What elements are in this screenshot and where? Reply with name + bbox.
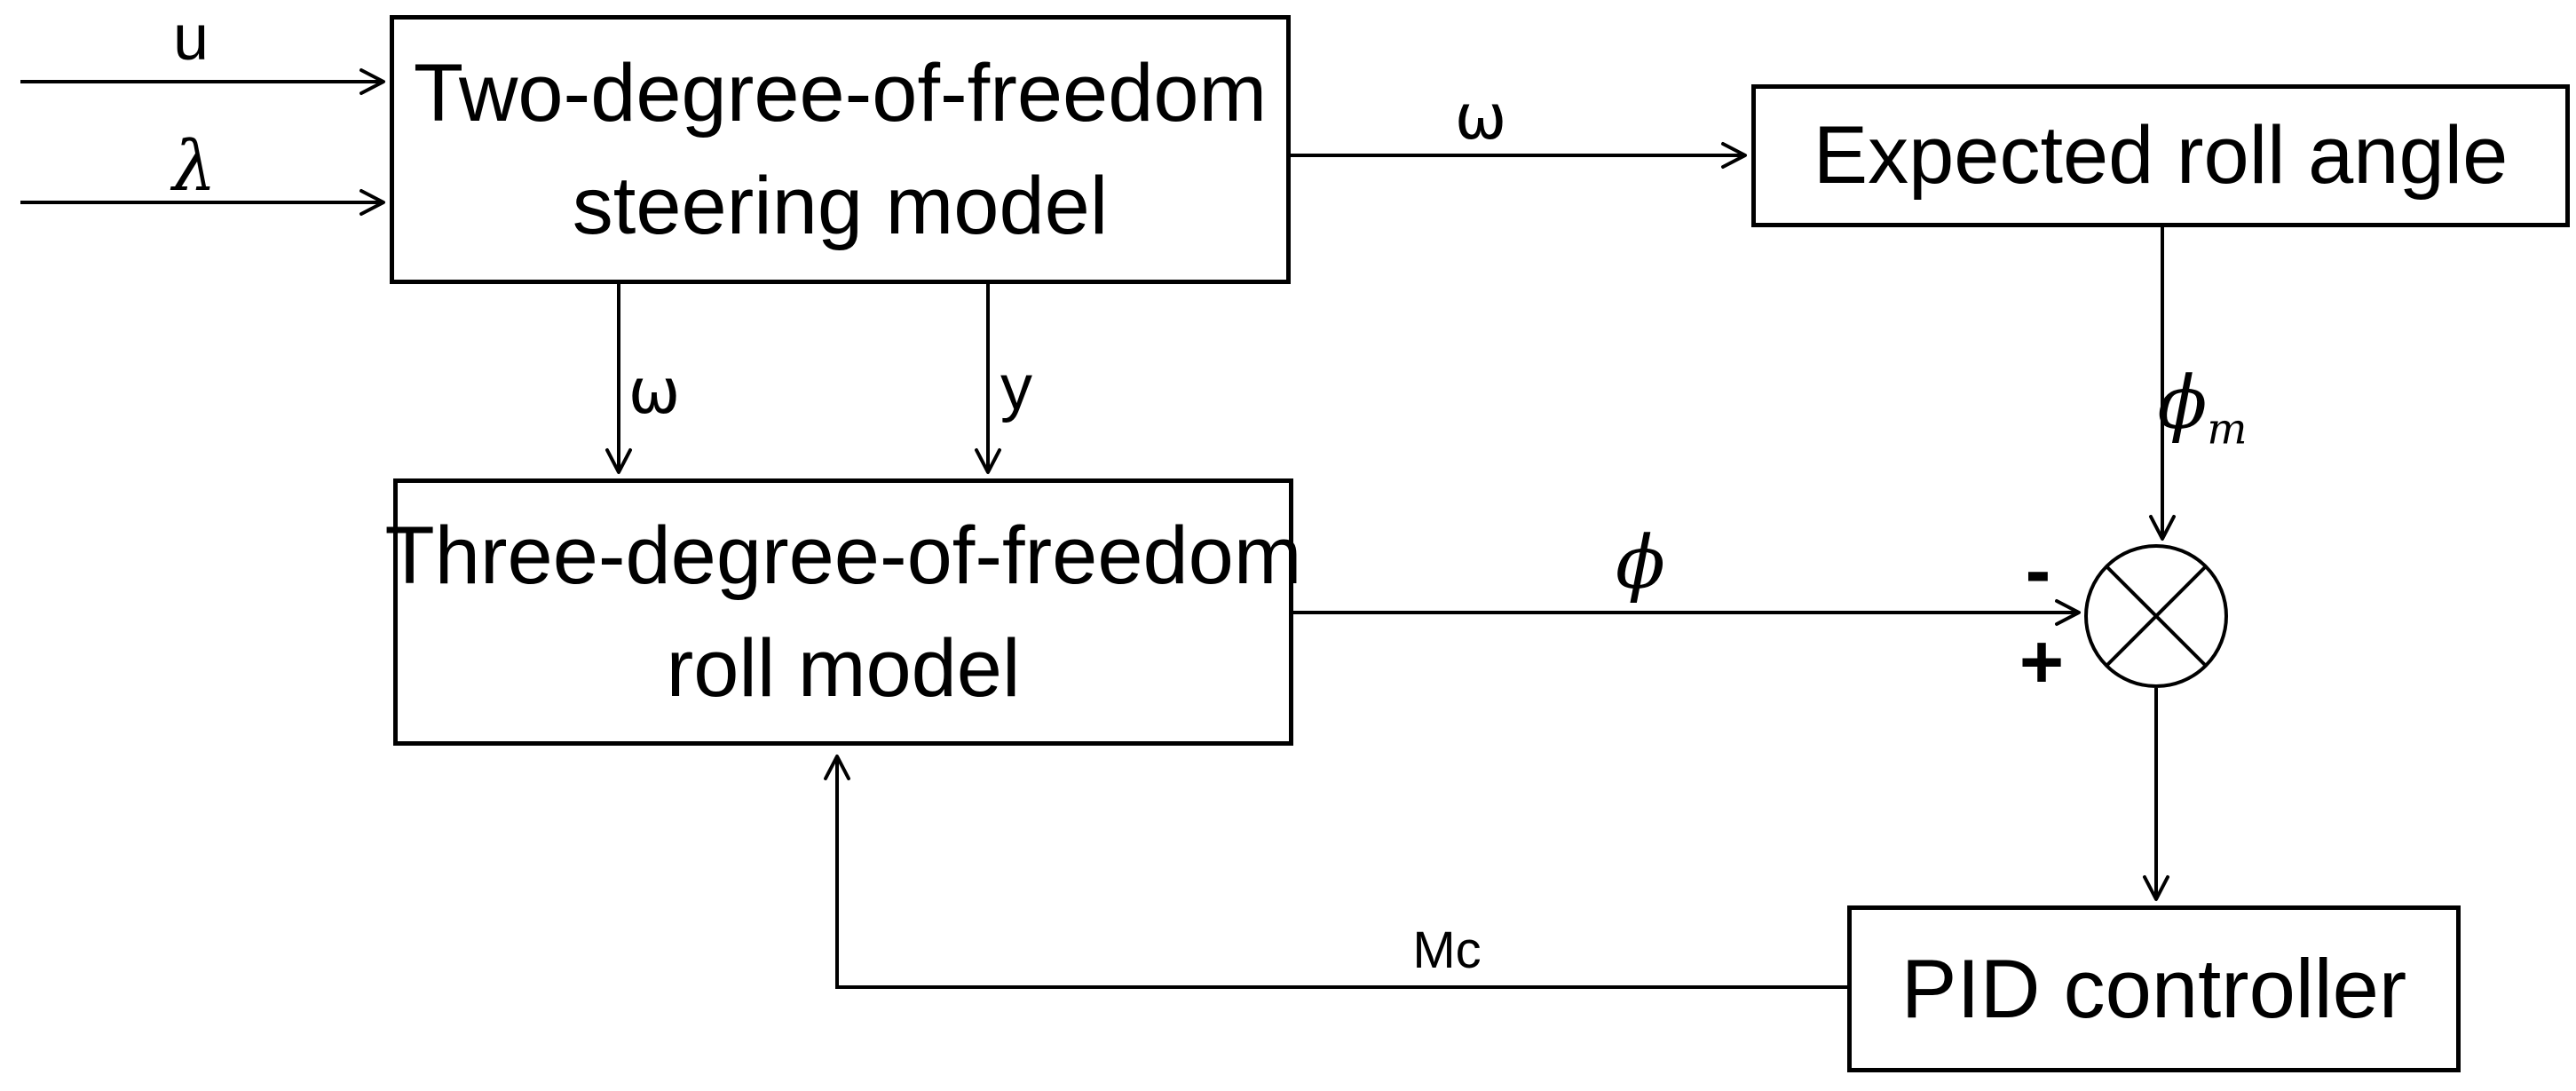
- signal-label-phi: ϕ: [1616, 521, 1665, 605]
- signal-label-omega-to-expected-roll: ω: [1454, 81, 1507, 154]
- summing-junction-minus-sign: -: [2025, 528, 2051, 613]
- box-steering-model: Two-degree-of-freedom steering model: [390, 15, 1291, 284]
- box-pid-controller-label: PID controller: [1900, 942, 2407, 1036]
- signal-label-lambda: λ: [172, 127, 217, 207]
- box-pid-controller: PID controller: [1847, 905, 2461, 1072]
- signal-label-y: y: [1000, 352, 1032, 423]
- box-expected-roll-angle-label: Expected roll angle: [1813, 110, 2509, 202]
- signal-label-mc: Mc: [1412, 921, 1482, 979]
- box-steering-model-label-line2: steering model: [572, 160, 1109, 251]
- signal-label-phi-m: ϕm: [2158, 368, 2248, 451]
- summing-junction: [2084, 544, 2228, 688]
- box-expected-roll-angle: Expected roll angle: [1751, 84, 2570, 227]
- phi-m-subscript: m: [2207, 405, 2248, 455]
- box-steering-model-label-line1: Two-degree-of-freedom: [413, 47, 1268, 138]
- box-roll-model-label-line2: roll model: [666, 622, 1021, 714]
- phi-m-main-glyph: ϕ: [2157, 361, 2208, 447]
- signal-label-u: u: [172, 3, 209, 74]
- summing-junction-cross: [2105, 565, 2208, 668]
- wire-mc-feedback: [824, 755, 1847, 989]
- box-roll-model: Three-degree-of-freedom roll model: [385, 478, 1301, 746]
- summing-junction-plus-sign: +: [2019, 620, 2065, 705]
- box-roll-model-label-line1: Three-degree-of-freedom: [384, 510, 1302, 601]
- signal-label-omega-to-roll-model: ω: [628, 355, 681, 428]
